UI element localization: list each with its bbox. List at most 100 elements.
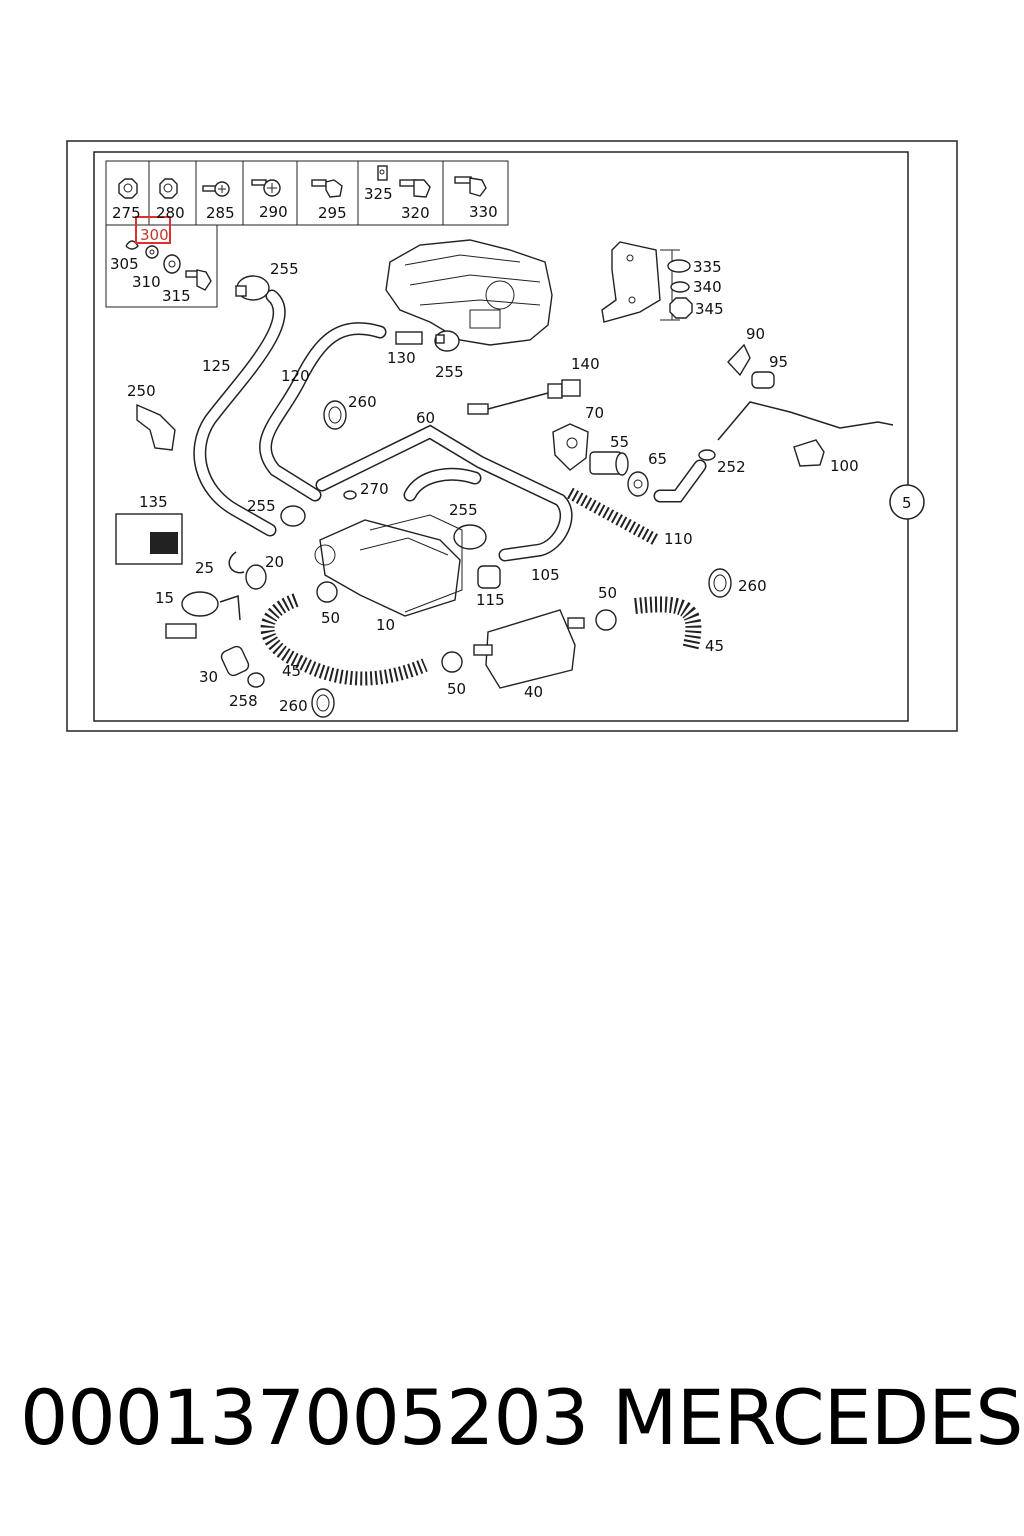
hose-125 — [193, 289, 286, 537]
clamp-255-top — [235, 275, 270, 301]
label-285: 285 — [206, 204, 235, 222]
label-110: 110 — [664, 530, 693, 548]
label-140: 140 — [571, 355, 600, 373]
label-275: 275 — [112, 204, 141, 222]
bracket-90 — [727, 343, 751, 377]
washer-icon-300 — [145, 245, 159, 259]
label-45-left: 45 — [282, 662, 301, 680]
engine-block-illustration — [385, 239, 553, 346]
nut-icon-280 — [159, 178, 178, 199]
label-270: 270 — [360, 480, 389, 498]
clip-270 — [343, 490, 357, 500]
ring-65 — [627, 471, 649, 497]
seal-ring-260-right — [708, 568, 732, 598]
label-25: 25 — [195, 559, 214, 577]
clip-icon-325 — [377, 165, 388, 181]
highlight-box-300 — [135, 216, 171, 244]
screw-icon-290 — [251, 179, 281, 197]
clamp-255-left — [280, 505, 306, 527]
fuel-pump-55 — [589, 451, 629, 476]
outer-frame — [66, 140, 958, 732]
inner-frame — [93, 151, 909, 722]
nut-icon-275 — [118, 178, 138, 199]
clamp-255-mid — [434, 330, 460, 352]
hose-45-right — [634, 596, 702, 652]
label-45-right: 45 — [705, 637, 724, 655]
label-40: 40 — [524, 683, 543, 701]
label-258: 258 — [229, 692, 258, 710]
label-115: 115 — [476, 591, 505, 609]
label-plate-135 — [115, 513, 183, 565]
label-260-bottom: 260 — [279, 697, 308, 715]
label-335: 335 — [693, 258, 722, 276]
hose-45-left — [260, 593, 428, 686]
clip-252 — [698, 449, 716, 461]
bolt-icon-295 — [311, 179, 343, 198]
label-125: 125 — [202, 357, 231, 375]
hardware-icons — [118, 165, 487, 291]
footer: 000137005203 MERCEDES — [0, 1372, 1024, 1472]
pipe-65 — [653, 459, 707, 503]
label-5: 5 — [902, 494, 912, 512]
label-320: 320 — [401, 204, 430, 222]
label-70: 70 — [585, 404, 604, 422]
label-50-right: 50 — [598, 584, 617, 602]
hardware-grid — [105, 160, 509, 308]
pipe-95-line — [717, 401, 894, 441]
label-10: 10 — [376, 616, 395, 634]
label-130: 130 — [387, 349, 416, 367]
label-325: 325 — [364, 185, 393, 203]
hose-120 — [259, 322, 387, 502]
label-255-right: 255 — [449, 501, 478, 519]
label-345: 345 — [695, 300, 724, 318]
seal-ring-260-bottom — [311, 688, 335, 718]
label-100: 100 — [830, 457, 859, 475]
washer-icon-310 — [163, 254, 181, 274]
label-260-top: 260 — [348, 393, 377, 411]
grommet-95 — [751, 371, 775, 389]
label-65: 65 — [648, 450, 667, 468]
label-280: 280 — [156, 204, 185, 222]
continuation-circle-5 — [889, 484, 925, 520]
muffler-40 — [473, 609, 585, 689]
label-300: 300 — [140, 226, 169, 244]
brand-name: MERCEDES — [612, 1373, 1023, 1462]
label-120: 120 — [281, 367, 310, 385]
label-105: 105 — [531, 566, 560, 584]
clamp-258 — [247, 672, 265, 688]
label-50-left: 50 — [321, 609, 340, 627]
label-250: 250 — [127, 382, 156, 400]
label-95: 95 — [769, 353, 788, 371]
label-340: 340 — [693, 278, 722, 296]
parts-diagram: 275 280 285 290 295 325 320 330 300 305 … — [66, 140, 958, 732]
label-290: 290 — [259, 203, 288, 221]
sensor-cable-140 — [467, 379, 581, 415]
water-pump-15 — [165, 591, 241, 639]
label-252: 252 — [717, 458, 746, 476]
label-50-bottom: 50 — [447, 680, 466, 698]
label-255-left: 255 — [247, 497, 276, 515]
bolt-icon-315 — [185, 269, 212, 291]
label-255-top: 255 — [270, 260, 299, 278]
label-60: 60 — [416, 409, 435, 427]
label-15: 15 — [155, 589, 174, 607]
hose-30 — [220, 645, 250, 677]
label-255-mid: 255 — [435, 363, 464, 381]
label-295: 295 — [318, 204, 347, 222]
clamp-50-left — [316, 581, 338, 603]
heater-unit-10 — [314, 514, 463, 617]
bracket-illustration — [601, 241, 693, 323]
bush-115 — [477, 565, 501, 589]
screw-icon-285 — [202, 181, 230, 197]
ring-20 — [245, 564, 267, 590]
pipe-110 — [567, 487, 659, 546]
clamp-50-right — [595, 609, 617, 631]
hose-60 — [315, 424, 573, 562]
label-90: 90 — [746, 325, 765, 343]
label-135: 135 — [139, 493, 168, 511]
label-55: 55 — [610, 433, 629, 451]
damper-100 — [793, 439, 825, 467]
connector-130 — [395, 331, 423, 345]
label-310: 310 — [132, 273, 161, 291]
callout-labels: 275 280 285 290 295 325 320 330 300 305 … — [110, 185, 912, 715]
